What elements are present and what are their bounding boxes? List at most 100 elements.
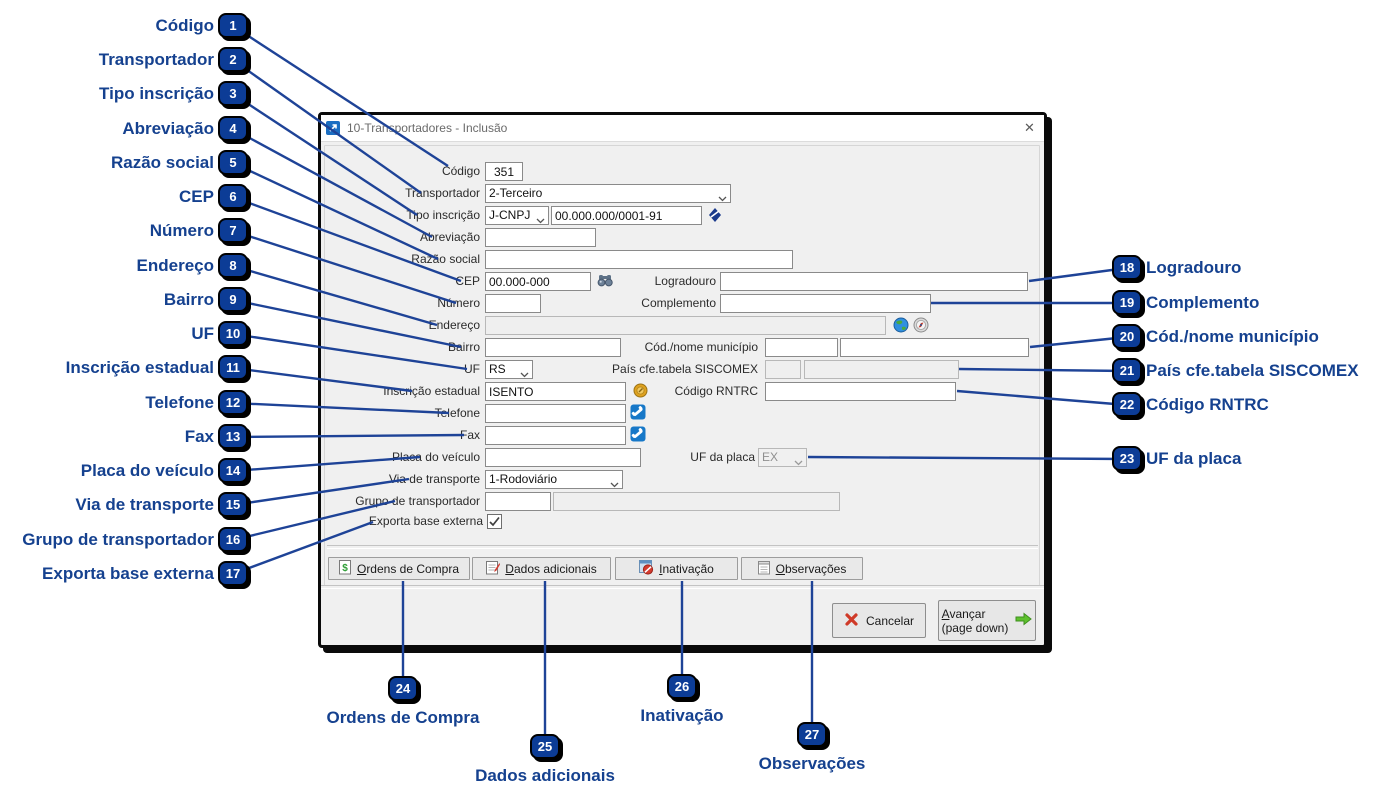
cancelar-button[interactable]: Cancelar	[832, 603, 926, 638]
field-label-via-transporte: Via de transporte	[388, 472, 480, 486]
chevron-down-icon	[718, 191, 727, 205]
field-label-endereco: Endereço	[428, 318, 480, 332]
municipio-nome-input[interactable]	[840, 338, 1029, 357]
callout-label-9: Bairro	[163, 290, 214, 309]
grupo-nome-input	[553, 492, 840, 511]
cancelar-label: Cancelar	[865, 613, 915, 628]
tipo-inscricao-select[interactable]: J-CNPJ	[485, 206, 549, 225]
field-label-inscricao-estadual: Inscrição estadual	[383, 384, 480, 398]
cnpj-input[interactable]	[551, 206, 702, 225]
purchase-orders-icon: $	[338, 559, 352, 578]
compass-icon[interactable]	[913, 317, 930, 334]
callout-badge-9: 9	[218, 287, 248, 312]
municipio-codigo-input[interactable]	[765, 338, 838, 357]
abreviacao-input[interactable]	[485, 228, 596, 247]
avancar-button[interactable]: Avançar (page down)	[938, 600, 1036, 641]
callout-label-11: Inscrição estadual	[65, 358, 214, 377]
chevron-down-icon	[536, 213, 545, 227]
rntrc-input[interactable]	[765, 382, 956, 401]
callout-label-22: Código RNTRC	[1146, 395, 1269, 414]
codigo-input[interactable]	[485, 162, 523, 181]
callout-badge-21: 21	[1112, 358, 1142, 383]
numero-input[interactable]	[485, 294, 541, 313]
chevron-down-icon	[794, 455, 803, 469]
exporta-base-externa-checkbox[interactable]	[487, 514, 502, 529]
dados-adicionais-label: Dados adicionais	[505, 561, 597, 576]
dados-adicionais-button[interactable]: Dados adicionais	[472, 557, 611, 580]
field-label-placa: Placa do veículo	[391, 450, 480, 464]
callout-label-2: Transportador	[98, 50, 214, 69]
callout-label-1: Código	[155, 16, 214, 35]
sintegra-coin-icon[interactable]	[633, 383, 650, 400]
callout-badge-1: 1	[218, 13, 248, 38]
callout-label-14: Placa do veículo	[80, 461, 214, 480]
field-label-telefone: Telefone	[434, 406, 480, 420]
callout-label-20: Cód./nome município	[1146, 327, 1319, 346]
callout-badge-7: 7	[218, 218, 248, 243]
callout-label-23: UF da placa	[1146, 449, 1242, 468]
callout-badge-15: 15	[218, 492, 248, 517]
field-label-codigo: Código	[441, 164, 480, 178]
via-transporte-select[interactable]: 1-Rodoviário	[485, 470, 623, 489]
field-label-pais-siscomex: País cfe.tabela SISCOMEX	[611, 362, 758, 376]
field-label-uf: UF	[464, 362, 480, 376]
placa-input[interactable]	[485, 448, 641, 467]
field-label-grupo-transportador: Grupo de transportador	[355, 494, 480, 508]
callout-badge-19: 19	[1112, 290, 1142, 315]
field-label-uf-placa: UF da placa	[690, 450, 755, 464]
inscricao-estadual-input[interactable]	[485, 382, 626, 401]
callout-label-15: Via de transporte	[75, 495, 214, 514]
tipo-inscricao-value: J-CNPJ	[489, 208, 531, 222]
receita-federal-icon[interactable]	[707, 207, 724, 224]
field-label-logradouro: Logradouro	[654, 274, 716, 288]
telefone-input[interactable]	[485, 404, 626, 423]
callout-badge-20: 20	[1112, 324, 1142, 349]
grupo-codigo-input[interactable]	[485, 492, 551, 511]
pais-nome-input	[804, 360, 959, 379]
bairro-input[interactable]	[485, 338, 621, 357]
callout-badge-11: 11	[218, 355, 248, 380]
transportador-select[interactable]: 2-Terceiro	[485, 184, 731, 203]
uf-placa-value: EX	[762, 450, 779, 464]
dialog-titlebar: 10-Transportadores - Inclusão ✕	[321, 115, 1044, 142]
globe-map-icon[interactable]	[893, 317, 910, 334]
field-label-cep: CEP	[455, 274, 480, 288]
inativacao-button[interactable]: Inativação	[615, 557, 738, 580]
callout-label-25: Dados adicionais	[475, 766, 615, 785]
callout-label-5: Razão social	[111, 153, 214, 172]
callout-badge-12: 12	[218, 390, 248, 415]
field-label-complemento: Complemento	[641, 296, 716, 310]
logradouro-input[interactable]	[720, 272, 1028, 291]
ordens-de-compra-button[interactable]: $ Ordens de Compra	[328, 557, 470, 580]
field-label-municipio: Cód./nome município	[644, 340, 758, 354]
cep-input[interactable]	[485, 272, 591, 291]
uf-select[interactable]: RS	[485, 360, 533, 379]
via-transporte-value: 1-Rodoviário	[489, 472, 558, 486]
callout-label-12: Telefone	[145, 393, 214, 412]
notepad-pencil-icon	[486, 560, 501, 578]
ordens-de-compra-label: Ordens de Compra	[356, 561, 460, 576]
phone-icon[interactable]	[630, 426, 647, 443]
complemento-input[interactable]	[720, 294, 931, 313]
callout-label-13: Fax	[184, 427, 214, 446]
field-label-abreviacao: Abreviação	[419, 230, 480, 244]
callout-badge-6: 6	[218, 184, 248, 209]
cep-search-binoculars-icon[interactable]	[597, 273, 614, 290]
footer-separator	[321, 585, 1044, 589]
callout-badge-23: 23	[1112, 446, 1142, 471]
svg-text:$: $	[342, 563, 348, 574]
fax-input[interactable]	[485, 426, 626, 445]
field-label-numero: Número	[437, 296, 480, 310]
callout-badge-5: 5	[218, 150, 248, 175]
phone-icon[interactable]	[630, 404, 647, 421]
transportadores-dialog: 10-Transportadores - Inclusão ✕ Código T…	[318, 112, 1047, 648]
cancel-x-icon	[844, 612, 859, 630]
observacoes-button[interactable]: Observações	[741, 557, 863, 580]
field-label-tipo-inscricao: Tipo inscrição	[406, 208, 480, 222]
app-icon	[326, 121, 340, 135]
uf-placa-select: EX	[758, 448, 807, 467]
field-label-transportador: Transportador	[405, 186, 480, 200]
close-icon[interactable]: ✕	[1024, 120, 1035, 135]
razao-social-input[interactable]	[485, 250, 793, 269]
